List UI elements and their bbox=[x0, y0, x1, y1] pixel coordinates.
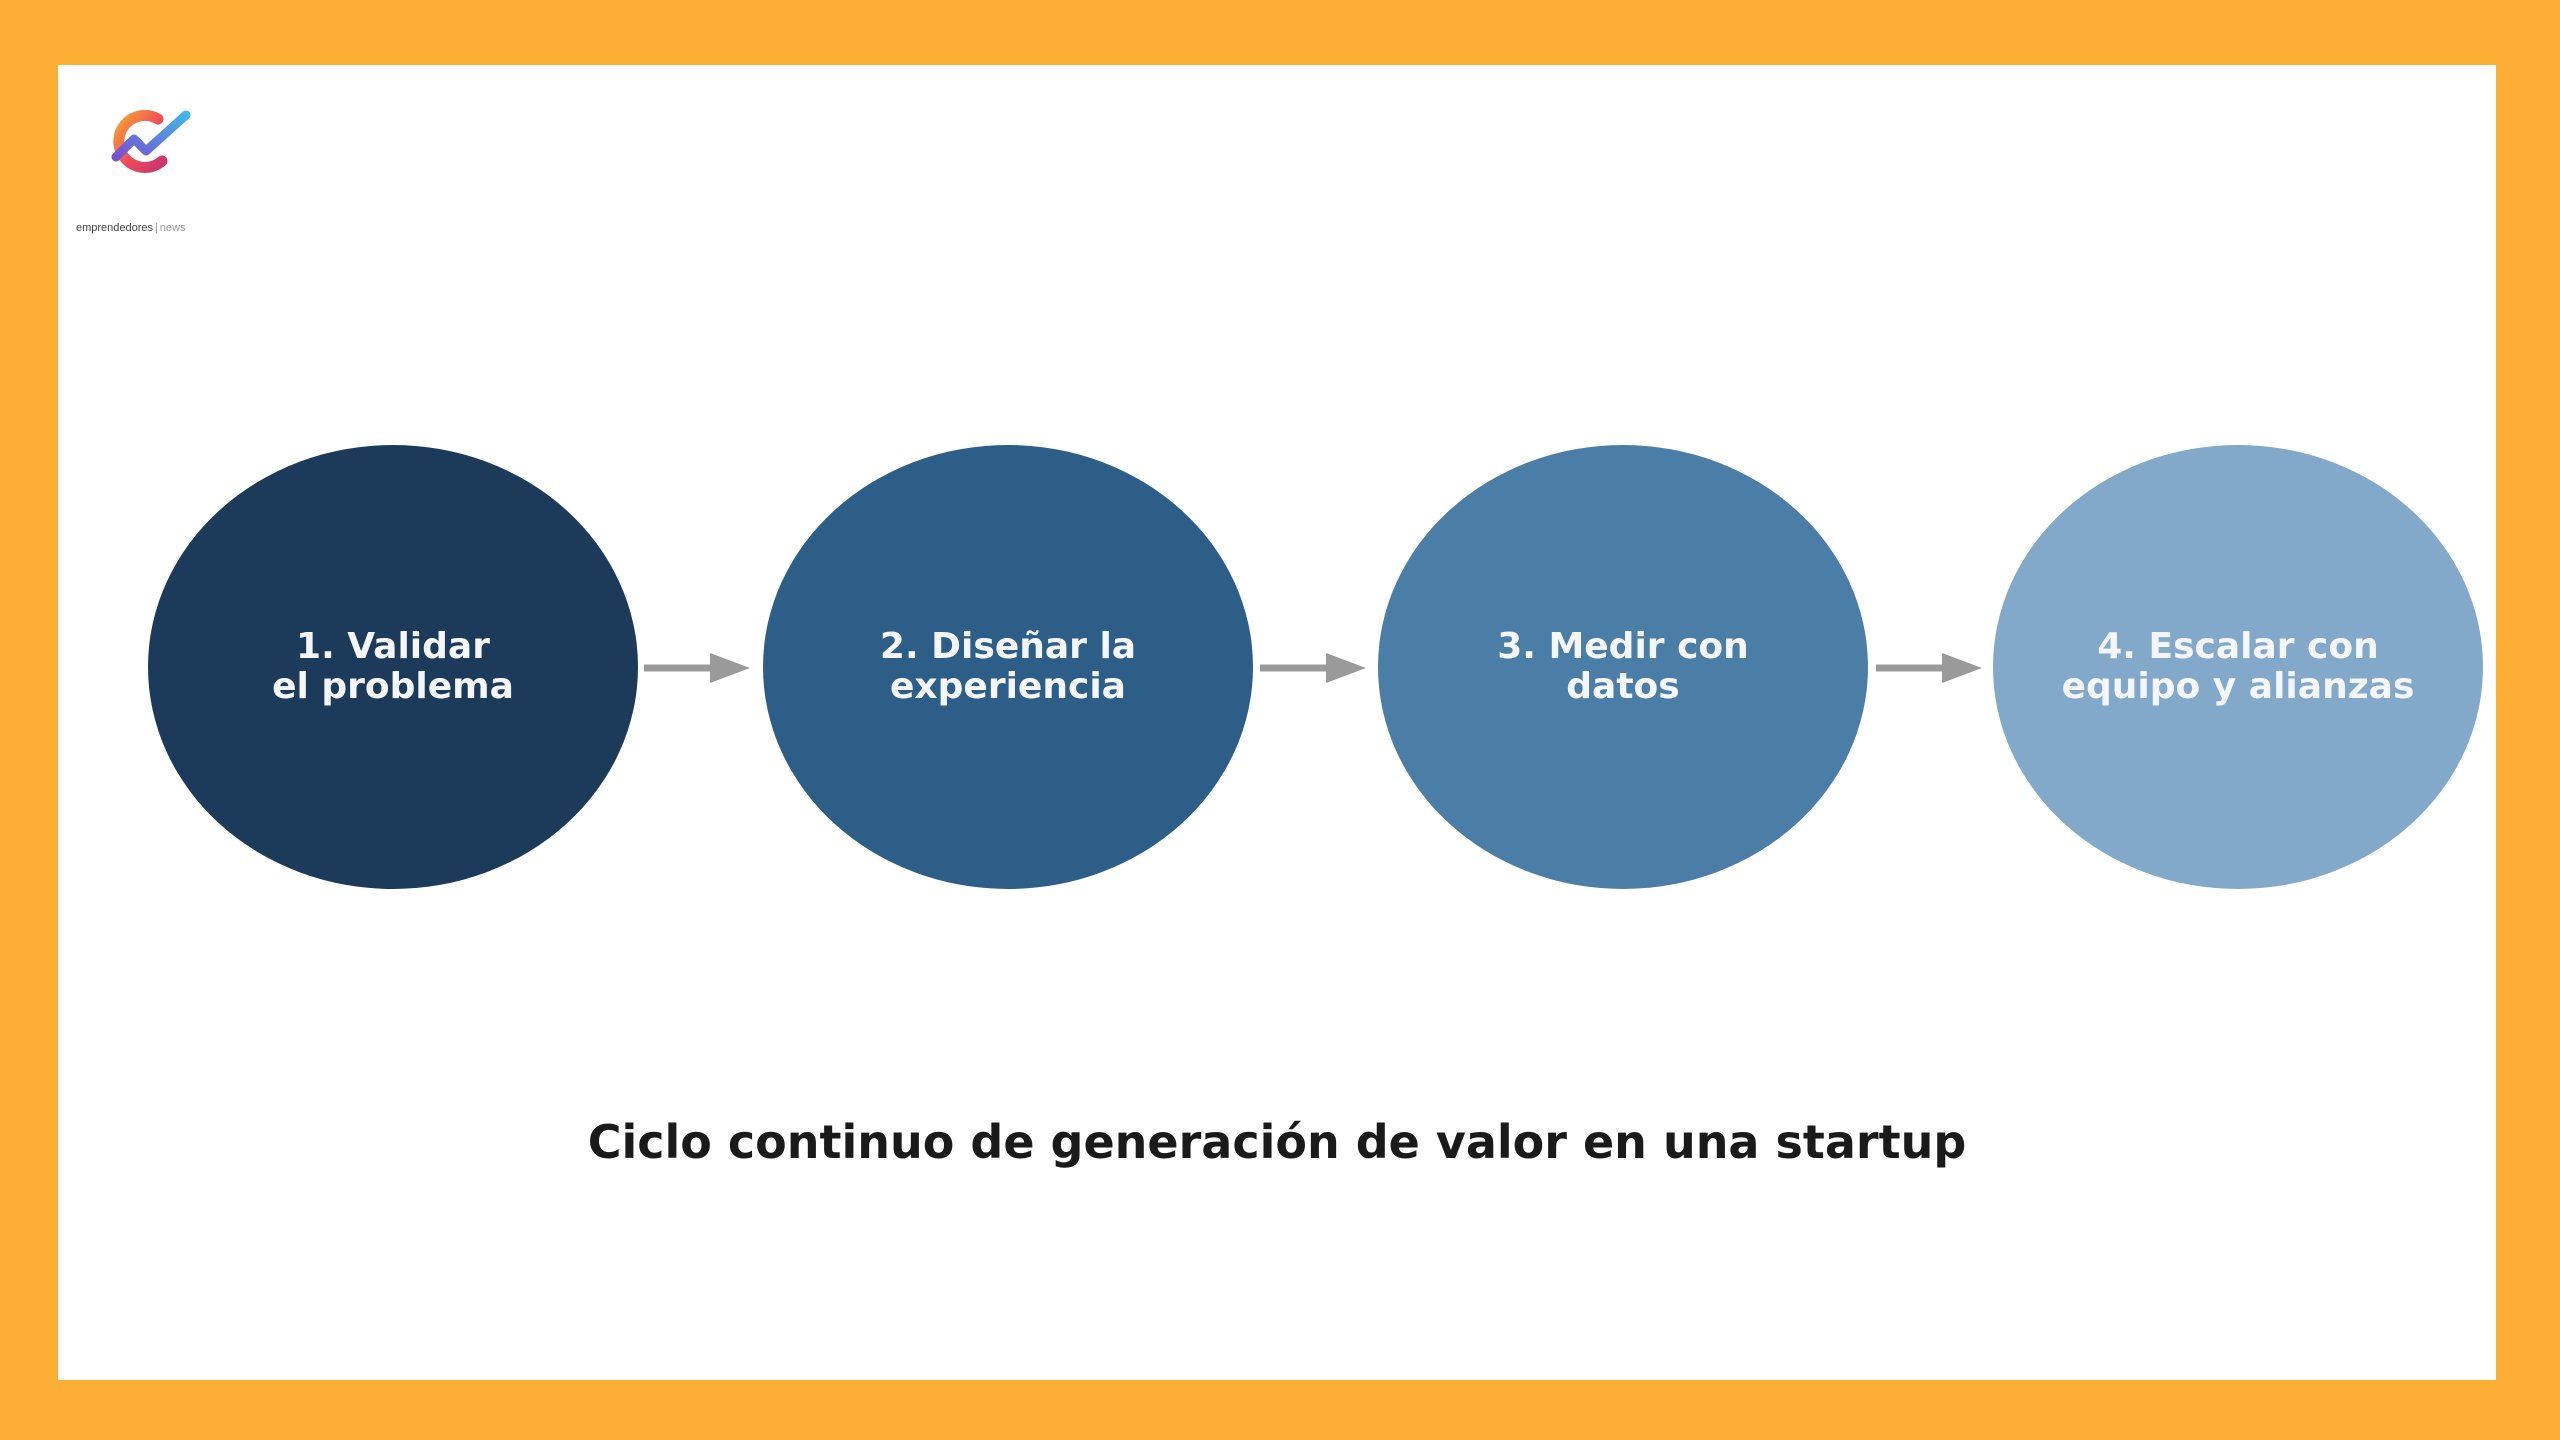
arrow-right-icon bbox=[1876, 653, 1982, 683]
step-scale-node: 4. Escalar con equipo y alianzas bbox=[1993, 445, 2483, 889]
process-flow: 1. Validar el problema 2. Diseñar la exp… bbox=[58, 65, 2496, 1380]
logo-brand-text: emprendedores bbox=[76, 222, 154, 234]
logo-separator: | bbox=[155, 222, 158, 234]
step-design-label: 2. Diseñar la experiencia bbox=[879, 626, 1137, 707]
logo-suffix-text: news bbox=[159, 222, 186, 234]
step-measure-label: 3. Medir con datos bbox=[1497, 626, 1749, 707]
logo-mark-icon bbox=[111, 109, 191, 173]
brand-logo: emprendedores|news bbox=[76, 105, 226, 234]
diagram-caption: Ciclo continuo de generación de valor en… bbox=[587, 1115, 1967, 1169]
slide-card: emprendedores|news 1. Validar el problem… bbox=[58, 65, 2496, 1380]
step-validate-node: 1. Validar el problema bbox=[148, 445, 638, 889]
arrow-right-icon bbox=[644, 653, 750, 683]
step-measure-node: 3. Medir con datos bbox=[1378, 445, 1868, 889]
logo-wordmark: emprendedores|news bbox=[76, 222, 186, 234]
arrow-right-icon bbox=[1260, 653, 1366, 683]
step-design-node: 2. Diseñar la experiencia bbox=[763, 445, 1253, 889]
step-validate-label: 1. Validar el problema bbox=[272, 626, 514, 707]
step-scale-label: 4. Escalar con equipo y alianzas bbox=[2061, 626, 2415, 707]
